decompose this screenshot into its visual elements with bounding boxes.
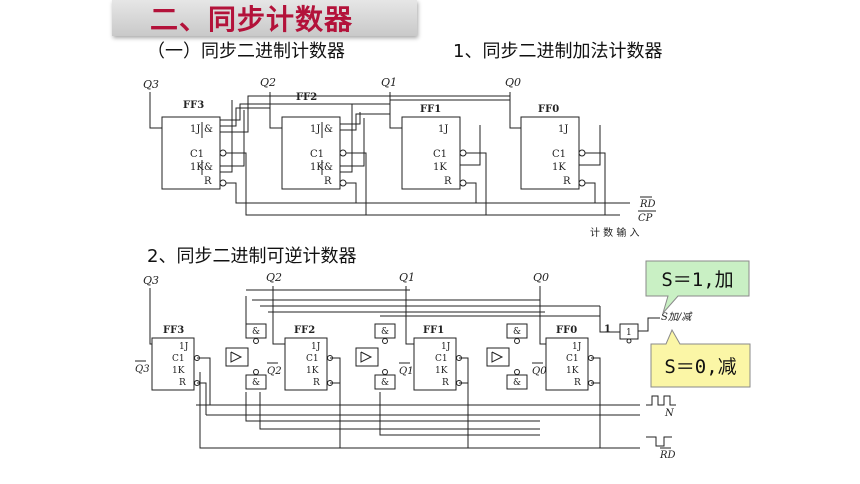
d1-ff2-k: 1K <box>310 162 324 173</box>
d1-ff2-j: 1J <box>310 124 320 135</box>
callout-sub-bubble <box>650 328 751 388</box>
d1-ff3-and-k: & <box>204 162 213 173</box>
svg-text:R: R <box>179 378 186 388</box>
d1-ff3-j: 1J <box>190 124 200 135</box>
d1-ff1-k: 1K <box>433 162 447 173</box>
svg-text:C1: C1 <box>566 354 579 364</box>
svg-text:1: 1 <box>626 328 632 338</box>
svg-text:R: R <box>313 378 320 388</box>
d2-rd-label: RD <box>659 450 676 461</box>
callout-sub: S＝0,减 <box>664 356 737 378</box>
d2-one-label: 1 <box>604 324 611 335</box>
d2-q2-label: Q2 <box>266 271 282 284</box>
d1-q2-label: Q2 <box>260 76 276 89</box>
d1-ff2-c: C1 <box>310 149 324 160</box>
diagram1-addition-counter: Q3 Q2 Q1 Q0 FF3 FF2 FF1 FF0 1J & C1 1K &… <box>143 76 656 239</box>
d1-ff0-k: 1K <box>552 162 566 173</box>
svg-text:1K: 1K <box>435 366 448 376</box>
svg-text:&: & <box>381 378 389 388</box>
d1-ff0-label: FF0 <box>538 104 559 115</box>
d1-ff3-k: 1K <box>190 162 204 173</box>
d1-ff2-and-j: & <box>324 124 333 135</box>
svg-text:&: & <box>513 378 521 388</box>
d2-ff0-label: FF0 <box>556 325 577 336</box>
d1-cp-note: 计 数 输 入 <box>590 226 640 239</box>
svg-text:1K: 1K <box>566 366 579 376</box>
svg-text:1J: 1J <box>441 342 451 352</box>
diagram2-reversible-counter: Q3 Q2 Q1 Q0 FF3 FF2 FF1 FF0 1J C1 1K R 1J C1… <box>135 271 693 461</box>
d1-ff3-and-j: & <box>204 124 213 135</box>
section2-heading: 2、同步二进制可逆计数器 <box>147 246 357 267</box>
svg-text:C1: C1 <box>435 354 448 364</box>
d1-ff0-c: C1 <box>552 149 566 160</box>
d2-ff3-label: FF3 <box>163 325 184 336</box>
d2-ff3-box <box>151 337 195 391</box>
d1-ff1-label: FF1 <box>420 104 441 115</box>
svg-text:&: & <box>513 327 521 337</box>
svg-text:1J: 1J <box>572 342 582 352</box>
svg-text:&: & <box>252 327 260 337</box>
svg-text:R: R <box>442 378 449 388</box>
d1-ff0-r: R <box>563 176 571 187</box>
d2-ff1-box <box>413 337 457 391</box>
d1-rd-label: RD <box>639 199 656 210</box>
section1-subheading: 1、同步二进制加法计数器 <box>453 41 663 62</box>
svg-text:C1: C1 <box>172 354 185 364</box>
d2-q3n-label: Q3 <box>135 364 150 375</box>
svg-text:1K: 1K <box>172 366 185 376</box>
d2-ff0-box <box>545 337 589 391</box>
svg-text:1J: 1J <box>179 342 189 352</box>
d2-n-label: N <box>664 408 675 419</box>
d2-q0-label: Q0 <box>533 271 549 284</box>
d1-q3-label: Q3 <box>143 78 159 91</box>
title-bar <box>112 0 417 36</box>
svg-text:C1: C1 <box>306 354 319 364</box>
d2-q1-label: Q1 <box>399 271 415 284</box>
d2-q2n-label: Q2 <box>267 366 282 377</box>
callout-add-bubble <box>645 260 750 314</box>
svg-text:&: & <box>381 327 389 337</box>
d2-ff2-box <box>284 337 328 391</box>
d1-cp-label: CP <box>638 213 653 224</box>
d1-ff2-r: R <box>324 176 332 187</box>
svg-text:&: & <box>252 378 260 388</box>
d1-ff2-and-k: & <box>324 162 333 173</box>
d1-ff1-r: R <box>444 176 452 187</box>
d1-ff1-j: 1J <box>438 124 448 135</box>
d2-s-label: S加/减 <box>661 311 693 323</box>
d1-ff0-j: 1J <box>558 124 568 135</box>
svg-text:1K: 1K <box>306 366 319 376</box>
svg-text:1J: 1J <box>311 342 321 352</box>
d2-q1n-label: Q1 <box>399 366 414 377</box>
d1-ff2-label: FF2 <box>296 92 317 103</box>
d1-q1-label: Q1 <box>381 76 397 89</box>
d1-ff3-label: FF3 <box>183 100 204 111</box>
d2-ff2-label: FF2 <box>294 325 315 336</box>
d1-q0-label: Q0 <box>505 76 521 89</box>
d1-ff3-c: C1 <box>190 149 204 160</box>
d1-ff1-c: C1 <box>433 149 447 160</box>
section1-heading: （一）同步二进制计数器 <box>147 41 345 62</box>
callout-add: S＝1,加 <box>661 269 734 291</box>
d2-q3-label: Q3 <box>143 274 159 287</box>
svg-text:R: R <box>574 378 581 388</box>
d2-q0n-label: Q0 <box>532 366 547 377</box>
page-title: 二、同步计数器 <box>150 3 354 36</box>
d1-ff3-r: R <box>204 176 212 187</box>
d2-ff1-label: FF1 <box>423 325 444 336</box>
